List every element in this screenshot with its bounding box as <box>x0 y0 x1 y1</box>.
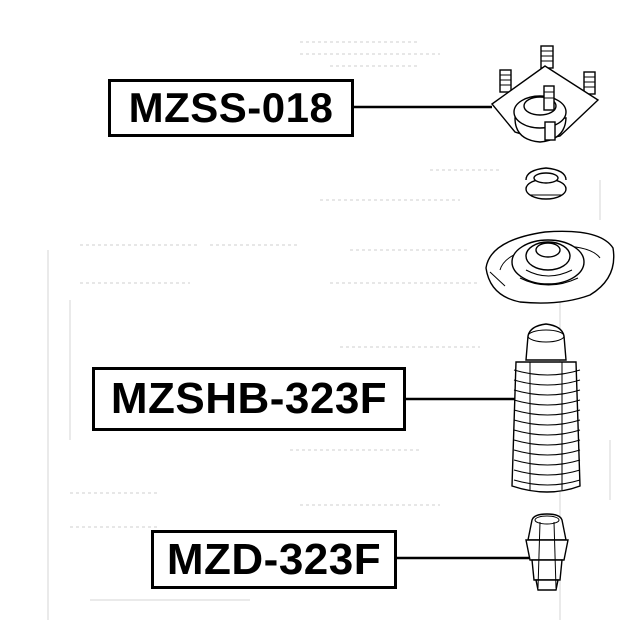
part-number-label-bump-stop: MZD-323F <box>151 530 397 589</box>
bellows-folds <box>513 369 581 486</box>
spring-seat-drawing <box>485 230 615 304</box>
part-number-label-strut-mount: MZSS-018 <box>108 79 354 137</box>
bump-stop-boot-drawing <box>511 323 581 493</box>
strut-mount-drawing <box>490 45 600 143</box>
background-ghost-lines <box>47 41 611 620</box>
bump-stop-drawing <box>525 513 569 591</box>
bushing-drawing <box>525 167 567 200</box>
part-number-label-bump-stop-boot: MZSHB-323F <box>92 367 406 431</box>
